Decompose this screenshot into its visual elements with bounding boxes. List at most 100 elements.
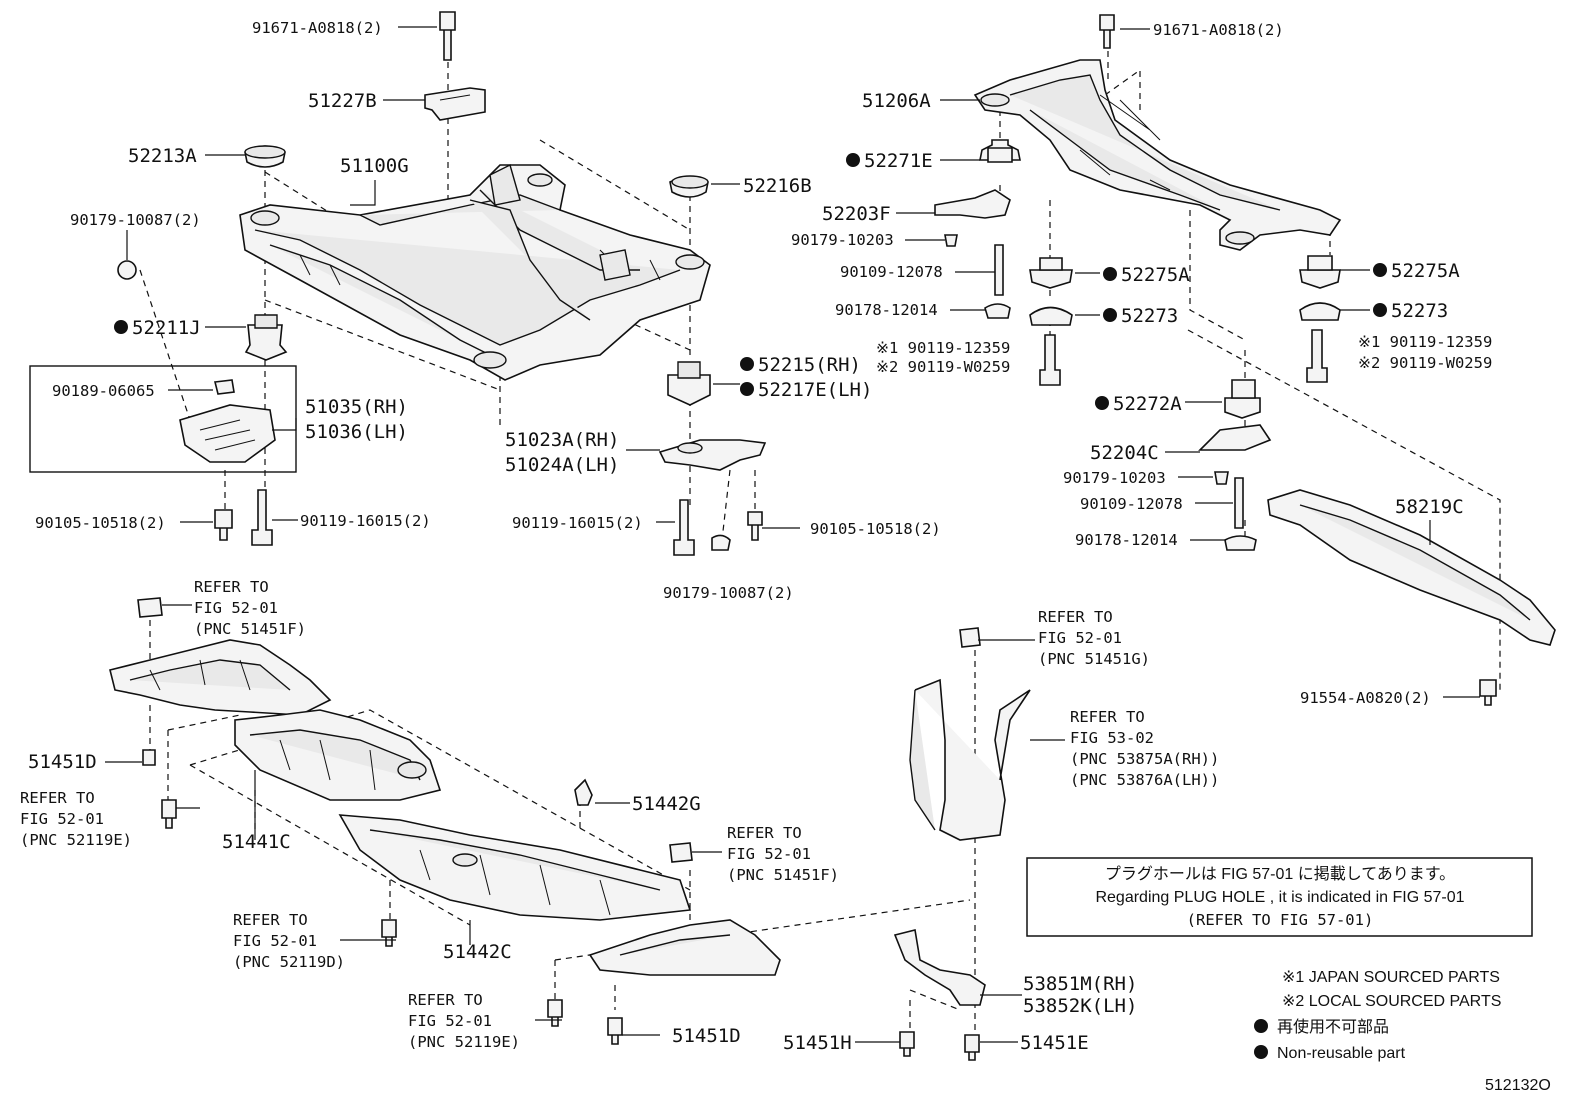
non-reusable-mark [114, 320, 128, 334]
refer-7-line-2: FIG 53-02 [1070, 729, 1154, 747]
label-90105-10518-left: 90105-10518(2) [35, 514, 166, 532]
non-reusable-mark [740, 382, 754, 396]
label-51451d-left: 51451D [28, 751, 97, 773]
non-reusable-mark [1103, 308, 1117, 322]
part-labels: 91671-A0818(2) 91671-A0818(2) 51227B 522… [28, 19, 1492, 1054]
label-90179-10087-mid: 90179-10087(2) [663, 584, 794, 602]
brace-58219c [1267, 489, 1556, 706]
refer-5-line-1: REFER TO [408, 991, 483, 1009]
refer-notes: REFER TO FIG 52-01 (PNC 51451F) REFER TO… [20, 578, 1219, 1051]
non-reusable-mark [1254, 1019, 1268, 1033]
refer-7-line-3: (PNC 53875A(RH)) [1070, 750, 1219, 768]
non-reusable-mark [1373, 263, 1387, 277]
label-52217e-lh: 52217E(LH) [758, 379, 872, 401]
refer-5-line-3: (PNC 52119E) [408, 1033, 520, 1051]
refer-1-line-1: REFER TO [194, 578, 269, 596]
label-90109-12078-upper: 90109-12078 [840, 263, 943, 281]
non-reusable-mark [1254, 1045, 1268, 1059]
label-90178-12014-lower: 90178-12014 [1075, 531, 1178, 549]
refer-7-line-4: (PNC 53876A(LH)) [1070, 771, 1219, 789]
non-reusable-mark [1373, 303, 1387, 317]
label-x1-90119-12359-mid: ※1 90119-12359 [876, 339, 1010, 357]
rear-plate-box [29, 365, 297, 473]
notice-english: Regarding PLUG HOLE , it is indicated in… [1095, 889, 1464, 906]
leader-lines [105, 26, 1480, 1043]
label-51023a-rh: 51023A(RH) [505, 429, 619, 451]
label-52211j: 52211J [132, 317, 201, 339]
label-90179-10203-upper: 90179-10203 [791, 231, 894, 249]
label-90179-10203-lower: 90179-10203 [1063, 469, 1166, 487]
refer-6-line-2: FIG 52-01 [1038, 629, 1122, 647]
label-x2-90119-w0259-right: ※2 90119-W0259 [1358, 354, 1492, 372]
label-90105-10518-mid: 90105-10518(2) [810, 520, 941, 538]
legend: ※1 JAPAN SOURCED PARTS ※2 LOCAL SOURCED … [1254, 969, 1551, 1094]
label-52215-rh: 52215(RH) [758, 354, 861, 376]
bolts-left [214, 11, 763, 556]
label-51451e: 51451E [1020, 1032, 1089, 1054]
label-90119-16015-mid: 90119-16015(2) [512, 514, 643, 532]
label-51206a: 51206A [862, 90, 931, 112]
label-52271e: 52271E [864, 150, 933, 172]
refer-2-line-2: FIG 52-01 [20, 810, 104, 828]
non-reusable-mark [1095, 396, 1109, 410]
label-91671-a0818-right: 91671-A0818(2) [1153, 21, 1284, 39]
label-52204c: 52204C [1090, 442, 1159, 464]
legend-japan-sourced: ※1 JAPAN SOURCED PARTS [1282, 969, 1500, 986]
under-covers [109, 597, 1031, 1061]
label-52213a: 52213A [128, 145, 197, 167]
refer-2-line-1: REFER TO [20, 789, 95, 807]
refer-4-line-1: REFER TO [233, 911, 308, 929]
figure-id: 512132O [1485, 1077, 1551, 1094]
non-reusable-mark [740, 357, 754, 371]
notice-refer: (REFER TO FIG 57-01) [1187, 911, 1374, 929]
label-53852k-lh: 53852K(LH) [1023, 995, 1137, 1017]
label-51451d-right: 51451D [672, 1025, 741, 1047]
label-51036-lh: 51036(LH) [305, 421, 408, 443]
refer-6-line-1: REFER TO [1038, 608, 1113, 626]
refer-3-line-2: FIG 52-01 [727, 845, 811, 863]
label-91554-a0820: 91554-A0820(2) [1300, 689, 1431, 707]
notice-japanese: プラグホールは FIG 57-01 に掲載してあります。 [1105, 865, 1455, 883]
label-51024a-lh: 51024A(LH) [505, 454, 619, 476]
label-52273-mid: 52273 [1121, 305, 1178, 327]
front-suspension-member [239, 163, 711, 381]
label-52203f: 52203F [822, 203, 891, 225]
label-52275a-mid: 52275A [1121, 264, 1190, 286]
label-53851m-rh: 53851M(RH) [1023, 973, 1137, 995]
refer-3-line-1: REFER TO [727, 824, 802, 842]
label-52275a-right: 52275A [1391, 260, 1460, 282]
label-51035-rh: 51035(RH) [305, 396, 408, 418]
refer-1-line-3: (PNC 51451F) [194, 620, 306, 638]
bracket-51227b [424, 87, 486, 121]
refer-1-line-2: FIG 52-01 [194, 599, 278, 617]
label-90109-12078-lower: 90109-12078 [1080, 495, 1183, 513]
plug-hole-notice: プラグホールは FIG 57-01 に掲載してあります。 Regarding P… [1026, 857, 1533, 937]
label-51442c: 51442C [443, 941, 512, 963]
label-52216b: 52216B [743, 175, 812, 197]
label-51451h: 51451H [783, 1032, 852, 1054]
arm-51023a [658, 439, 767, 471]
label-52273-right: 52273 [1391, 300, 1448, 322]
refer-4-line-2: FIG 52-01 [233, 932, 317, 950]
label-90189-06065: 90189-06065 [52, 382, 155, 400]
label-51442g: 51442G [632, 793, 701, 815]
refer-4-line-3: (PNC 52119D) [233, 953, 345, 971]
label-90178-12014-upper: 90178-12014 [835, 301, 938, 319]
cushions-left [117, 145, 711, 406]
refer-2-line-3: (PNC 52119E) [20, 831, 132, 849]
rear-cushions [934, 14, 1341, 551]
label-90119-16015-left: 90119-16015(2) [300, 512, 431, 530]
refer-7-line-1: REFER TO [1070, 708, 1145, 726]
label-51441c: 51441C [222, 831, 291, 853]
label-x1-90119-12359-right: ※1 90119-12359 [1358, 333, 1492, 351]
label-51227b: 51227B [308, 90, 377, 112]
label-51100g: 51100G [340, 155, 409, 177]
legend-non-reusable-en: Non-reusable part [1277, 1045, 1406, 1062]
label-58219c: 58219C [1395, 496, 1464, 518]
non-reusable-mark [1103, 267, 1117, 281]
refer-6-line-3: (PNC 51451G) [1038, 650, 1150, 668]
legend-non-reusable-jp: 再使用不可部品 [1277, 1018, 1389, 1036]
label-x2-90119-w0259-mid: ※2 90119-W0259 [876, 358, 1010, 376]
refer-5-line-2: FIG 52-01 [408, 1012, 492, 1030]
